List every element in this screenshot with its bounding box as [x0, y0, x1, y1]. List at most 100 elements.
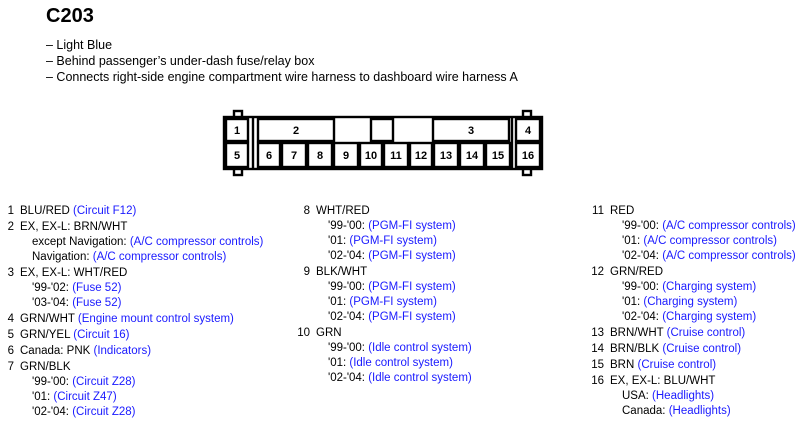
description-color: – Light Blue — [46, 38, 113, 52]
cavity-10 — [358, 141, 384, 169]
circuit-link[interactable]: (PGM-FI system) — [368, 250, 456, 262]
wire-info: Navigation: — [32, 251, 93, 263]
circuit-link[interactable]: (Fuse 52) — [72, 297, 122, 309]
pin-description-line: '01: (A/C compressor controls) — [610, 234, 796, 249]
pin-description-line: except Navigation: (A/C compressor contr… — [20, 235, 263, 250]
wire-info: '02-'04: — [32, 406, 73, 418]
circuit-link[interactable]: (Circuit Z47) — [53, 391, 117, 403]
circuit-link[interactable]: (Idle control system) — [368, 372, 472, 384]
wire-info: BLK/WHT — [316, 266, 368, 278]
circuit-link[interactable]: (Fuse 52) — [72, 282, 122, 294]
circuit-link[interactable]: (PGM-FI system) — [349, 235, 437, 247]
cavity-4 — [514, 117, 542, 143]
circuit-link[interactable]: (Idle control system) — [349, 357, 453, 369]
pin-description-line: '01: (Idle control system) — [316, 356, 472, 371]
circuit-link[interactable]: (Circuit 16) — [73, 329, 130, 341]
cavity-15 — [484, 141, 512, 169]
pin-description-line: '02-'04: (PGM-FI system) — [316, 249, 456, 264]
pin-label: 10 — [365, 150, 377, 162]
circuit-link[interactable]: (PGM-FI system) — [349, 296, 437, 308]
circuit-link[interactable]: (PGM-FI system) — [368, 220, 456, 232]
circuit-link[interactable]: (PGM-FI system) — [368, 311, 456, 323]
circuit-link[interactable]: (Indicators) — [93, 345, 152, 357]
pin-number: 7 — [7, 361, 14, 373]
pin-description-line: '99-'00: (PGM-FI system) — [316, 280, 456, 295]
wire-info: '01: — [328, 235, 350, 247]
circuit-link[interactable]: (A/C compressor controls) — [129, 236, 264, 248]
circuit-link[interactable]: (Engine mount control system) — [77, 313, 234, 325]
circuit-link[interactable]: (Charging system) — [662, 311, 757, 323]
pin-label: 5 — [234, 150, 240, 162]
circuit-link[interactable]: (A/C compressor controls) — [643, 235, 777, 247]
connector-housing — [222, 115, 544, 171]
pin-label: 15 — [492, 150, 504, 162]
circuit-link[interactable]: (A/C compressor controls) — [92, 251, 227, 263]
circuit-link[interactable]: (Headlights) — [668, 405, 731, 417]
circuit-link[interactable]: (Cruise control) — [662, 343, 742, 355]
pin-label: 2 — [293, 125, 299, 137]
pin-description-line: '02-'04: (Idle control system) — [316, 371, 472, 386]
description-connection: – Connects right-side engine compartment… — [46, 70, 518, 84]
pin-number: 9 — [303, 266, 310, 278]
pin-description-line: '01: (Charging system) — [610, 295, 756, 310]
circuit-link[interactable]: (Cruise control) — [666, 327, 746, 339]
circuit-link[interactable]: (Circuit Z28) — [72, 406, 136, 418]
circuit-link[interactable]: (Circuit F12) — [73, 205, 137, 217]
pin-description-line: BRN/BLK (Cruise control) — [610, 342, 741, 357]
wire-info: WHT/RED — [316, 205, 370, 217]
circuit-link[interactable]: (Idle control system) — [368, 342, 472, 354]
pin-description-line: BRN/WHT (Cruise control) — [610, 326, 745, 341]
circuit-link[interactable]: (Charging system) — [662, 281, 757, 293]
circuit-link[interactable]: (A/C compressor controls) — [662, 220, 796, 232]
circuit-link[interactable]: (Cruise control) — [637, 359, 717, 371]
pin-description-line: '02-'04: (Charging system) — [610, 310, 756, 325]
wire-info: '01: — [622, 296, 644, 308]
wire-info: USA: — [622, 390, 653, 402]
pin-description-line: GRN/RED — [610, 265, 756, 280]
wire-info: EX, EX-L: WHT/RED — [20, 267, 128, 279]
pin-label: 9 — [343, 150, 349, 162]
wire-info: '99-'00: — [32, 376, 73, 388]
pin-description-line: WHT/RED — [316, 204, 456, 219]
pin-entry: 15 BRN (Cruise control) — [590, 358, 796, 373]
wire-info: GRN/YEL — [20, 329, 74, 341]
pin-label: 1 — [234, 125, 240, 137]
circuit-link[interactable]: (Headlights) — [652, 390, 715, 402]
pin-description-line: Canada: PNK (Indicators) — [20, 344, 151, 359]
cavity-1 — [224, 117, 250, 143]
circuit-link[interactable]: (Charging system) — [643, 296, 738, 308]
pin-description-line: BLU/RED (Circuit F12) — [20, 204, 136, 219]
wire-info: '01: — [622, 235, 644, 247]
wire-info: '02-'04: — [622, 250, 663, 262]
pin-number: 11 — [592, 205, 604, 217]
pin-label: 4 — [525, 125, 532, 137]
wire-info: '99-'00: — [328, 281, 369, 293]
circuit-link[interactable]: (PGM-FI system) — [368, 281, 456, 293]
wire-info: GRN/WHT — [20, 313, 78, 325]
circuit-link[interactable]: (A/C compressor controls) — [662, 250, 796, 262]
pin-number: 13 — [591, 327, 604, 339]
wire-info: '02-'04: — [328, 311, 369, 323]
pin-number: 15 — [591, 359, 604, 371]
wire-info: '02-'04: — [622, 311, 663, 323]
pin-label: 6 — [266, 150, 272, 162]
pin-description-line: GRN/YEL (Circuit 16) — [20, 328, 130, 343]
pin-description-line: '99-'02: (Fuse 52) — [20, 281, 127, 296]
pin-description-line: '02-'04: (PGM-FI system) — [316, 310, 456, 325]
pin-label: 12 — [415, 150, 427, 162]
pin-description-line: Navigation: (A/C compressor controls) — [20, 250, 263, 265]
wire-info: '02-'04: — [328, 372, 369, 384]
wire-info: '99-'00: — [622, 281, 663, 293]
wire-info: BRN — [610, 359, 638, 371]
circuit-link[interactable]: (Circuit Z28) — [72, 376, 136, 388]
pin-description-line: '01: (Circuit Z47) — [20, 390, 135, 405]
wire-info: '01: — [328, 296, 350, 308]
cavity-13 — [432, 141, 460, 169]
